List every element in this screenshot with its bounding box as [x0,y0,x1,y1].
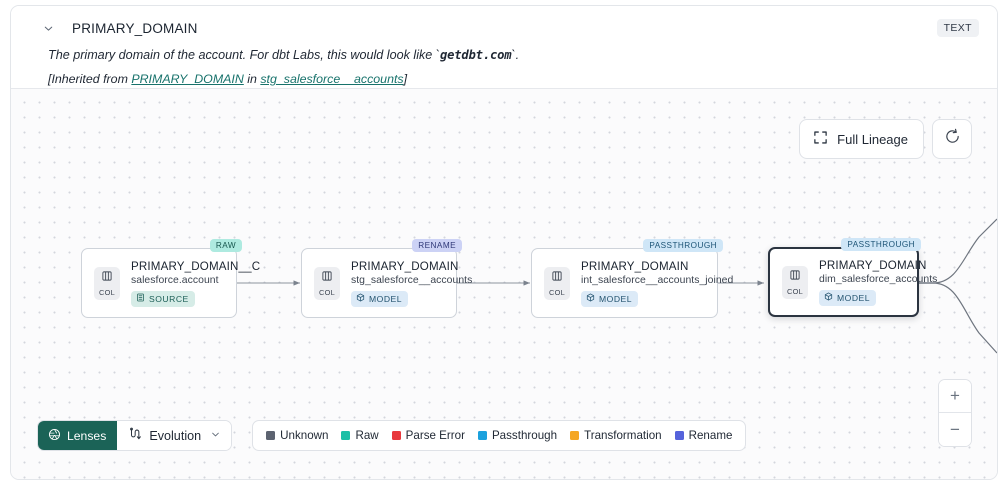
inherited-from-note: [Inherited from PRIMARY_DOMAIN in stg_sa… [48,71,979,87]
page-title: PRIMARY_DOMAIN [72,20,198,36]
inherited-model-link[interactable]: stg_salesforce__accounts [260,72,404,86]
aperture-icon [48,428,61,444]
node-body: PRIMARY_DOMAIN stg_salesforce__accounts … [351,260,472,307]
legend-item: Parse Error [391,429,465,442]
col-type-chip: COL [94,266,120,300]
node-title: PRIMARY_DOMAIN__C [131,259,261,273]
node-badge: RENAME [412,239,462,252]
lineage-legend: Unknown Raw Parse Error Passthrough [252,420,747,451]
description-code: getdbt.com [440,48,512,62]
col-type-chip: COL [782,265,808,299]
node-kind-tag: MODEL [819,289,877,306]
col-chip-label: COL [318,288,336,297]
legend-swatch [341,431,351,440]
cube-icon [356,293,365,304]
node-kind-tag: MODEL [581,290,639,307]
lenses-button[interactable]: Lenses [38,421,118,450]
node-subtitle: int_salesforce__accounts_joined [581,274,734,286]
node-badge: RAW [209,239,242,252]
refresh-button[interactable] [932,119,972,159]
inherited-suffix: ] [403,72,408,86]
cube-icon [824,292,833,303]
lenses-group: Lenses Evolution [37,420,233,451]
legend-label: Transformation [584,429,662,442]
legend-label: Raw [355,429,379,442]
evolution-label: Evolution [149,428,202,443]
lineage-node-primary-domain-c[interactable]: RAW COL PRIMARY_DOMAIN__C salesforce.acc… [81,239,260,318]
lenses-label: Lenses [67,428,107,443]
description-prefix: The primary domain of the account. For d… [48,48,440,62]
node-kind-tag: MODEL [351,290,409,307]
columns-icon [551,269,563,287]
node-body: PRIMARY_DOMAIN int_salesforce__accounts_… [581,260,733,307]
col-chip-label: COL [786,287,804,296]
canvas-top-controls: Full Lineage [799,119,972,159]
node-subtitle: salesforce.account [131,274,219,286]
legend-swatch [477,431,487,440]
legend-label: Unknown [280,429,329,442]
node-kind-label: MODEL [369,293,403,304]
evolution-icon [128,427,142,444]
lineage-node-int-salesforce-accounts-joined[interactable]: PASSTHROUGH COL PRIMARY_DOMAIN int_sales… [531,239,733,318]
column-type-badge: TEXT [936,19,979,37]
zoom-controls: + − [938,379,972,447]
legend-label: Parse Error [405,429,465,442]
full-lineage-button[interactable]: Full Lineage [799,119,924,159]
legend-item: Passthrough [477,429,558,442]
canvas-bottom-bar: Lenses Evolution [37,420,747,451]
lineage-node-dim-salesforce-accounts[interactable]: PASSTHROUGH COL PRIMARY_DOMAIN dim_sales… [768,238,937,317]
legend-item: Unknown [266,429,328,442]
chevron-down-icon[interactable] [40,20,56,36]
description-suffix: `. [511,48,520,62]
inherited-column-link[interactable]: PRIMARY_DOMAIN [131,72,244,86]
legend-label: Passthrough [491,429,558,442]
columns-icon [321,269,333,287]
legend-swatch [266,431,276,440]
table-icon [136,293,145,304]
panel-header: PRIMARY_DOMAIN TEXT The primary domain o… [11,6,997,89]
node-title: PRIMARY_DOMAIN [819,258,927,272]
cube-icon [586,293,595,304]
col-type-chip: COL [314,266,340,300]
zoom-out-button[interactable]: − [939,413,971,446]
node-kind-label: MODEL [837,292,871,303]
refresh-icon [944,128,961,150]
node-title: PRIMARY_DOMAIN [581,259,689,273]
col-type-chip: COL [544,266,570,300]
legend-swatch [570,431,580,440]
node-body: PRIMARY_DOMAIN__C salesforce.account SOU… [131,260,260,307]
legend-item: Rename [674,429,733,442]
zoom-in-button[interactable]: + [939,380,971,413]
legend-swatch [391,431,401,440]
node-badge: PASSTHROUGH [841,238,921,251]
legend-swatch [674,431,684,440]
legend-label: Rename [688,429,733,442]
inherited-prefix: [Inherited from [48,72,132,86]
inherited-middle: in [243,72,261,86]
lineage-node-stg-salesforce-accounts[interactable]: RENAME COL PRIMARY_DOMAIN stg_salesforce… [301,239,472,318]
full-lineage-label: Full Lineage [837,131,908,147]
lineage-canvas[interactable]: Full Lineage RAW [11,89,997,479]
column-detail-panel: PRIMARY_DOMAIN TEXT The primary domain o… [10,5,998,480]
legend-item: Raw [341,429,379,442]
node-subtitle: dim_salesforce_accounts [819,273,938,285]
node-body: PRIMARY_DOMAIN dim_salesforce_accounts M… [819,259,937,306]
evolution-dropdown[interactable]: Evolution [117,421,232,450]
expand-icon [813,130,828,148]
legend-item: Transformation [570,429,662,442]
columns-icon [789,268,801,286]
node-subtitle: stg_salesforce__accounts [351,274,473,286]
chevron-down-icon [210,429,221,443]
col-chip-label: COL [98,288,116,297]
column-description: The primary domain of the account. For d… [48,47,979,64]
columns-icon [101,269,113,287]
node-kind-label: SOURCE [149,293,189,304]
col-chip-label: COL [548,288,566,297]
node-kind-label: MODEL [599,293,633,304]
node-title: PRIMARY_DOMAIN [351,259,459,273]
node-kind-tag: SOURCE [131,290,195,307]
node-badge: PASSTHROUGH [643,239,723,252]
